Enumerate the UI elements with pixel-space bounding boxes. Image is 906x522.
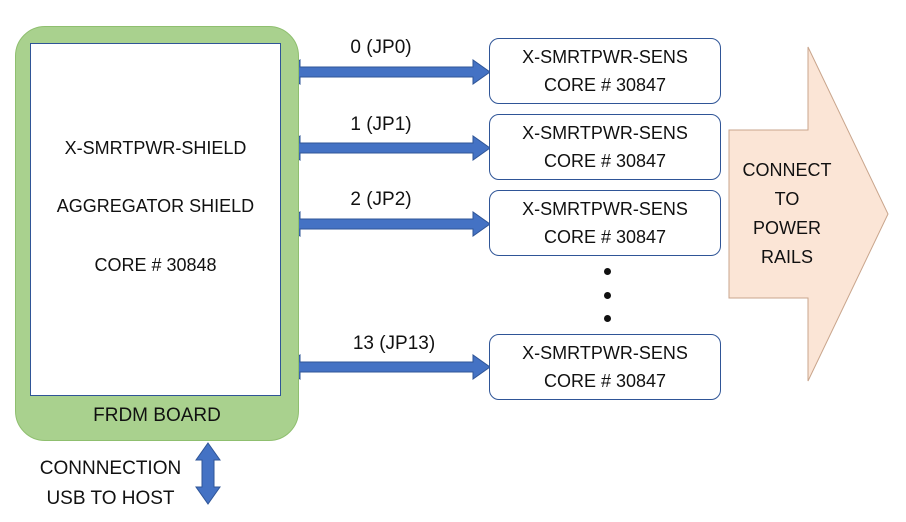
usb-line-2: USB TO HOST (46, 488, 175, 509)
sensor-name: X-SMRTPWR-SENS (522, 123, 688, 143)
sensor-name: X-SMRTPWR-SENS (522, 343, 688, 363)
ellipsis-dot (604, 292, 611, 299)
connection-label-jp2: 2 (JP2) (350, 189, 412, 210)
connection-label-jp1: 1 (JP1) (350, 114, 412, 135)
sensor-box-jp0: X-SMRTPWR-SENS CORE # 30847 (489, 38, 721, 104)
ellipsis-dot (604, 268, 611, 275)
usb-line-1: CONNNECTION (39, 458, 182, 479)
connection-label-jp0: 0 (JP0) (350, 37, 412, 58)
power-rails-arrow (728, 46, 889, 382)
shield-core: CORE # 30848 (94, 255, 217, 275)
sensor-box-jp2: X-SMRTPWR-SENS CORE # 30847 (489, 190, 721, 256)
sensor-name: X-SMRTPWR-SENS (522, 199, 688, 219)
power-rails-label: CONNECT TO POWER RAILS (727, 156, 847, 272)
ellipsis-dot (604, 315, 611, 322)
frdm-board-label: FRDM BOARD (93, 405, 221, 426)
arrow-jp1 (282, 135, 491, 161)
sensor-box-jp13: X-SMRTPWR-SENS CORE # 30847 (489, 334, 721, 400)
sensor-name: X-SMRTPWR-SENS (522, 47, 688, 67)
sensor-core: CORE # 30847 (543, 371, 667, 391)
arrow-jp13 (282, 354, 491, 380)
power-line-4: RAILS (760, 247, 814, 267)
sensor-core: CORE # 30847 (543, 227, 667, 247)
sensor-core: CORE # 30847 (543, 151, 667, 171)
aggregator-shield: X-SMRTPWR-SHIELD AGGREGATOR SHIELD CORE … (30, 43, 281, 396)
usb-connection-label: CONNNECTION USB TO HOST (18, 454, 203, 514)
shield-name: X-SMRTPWR-SHIELD (64, 138, 247, 158)
sensor-core: CORE # 30847 (543, 75, 667, 95)
power-line-3: POWER (752, 218, 821, 238)
connection-label-jp13: 13 (JP13) (352, 333, 436, 354)
arrow-jp2 (282, 211, 491, 237)
usb-arrow (195, 442, 221, 505)
arrow-jp0 (282, 59, 491, 85)
power-line-1: CONNECT (742, 160, 832, 180)
power-line-2: TO (774, 189, 800, 209)
sensor-box-jp1: X-SMRTPWR-SENS CORE # 30847 (489, 114, 721, 180)
shield-type: AGGREGATOR SHIELD (56, 196, 255, 216)
